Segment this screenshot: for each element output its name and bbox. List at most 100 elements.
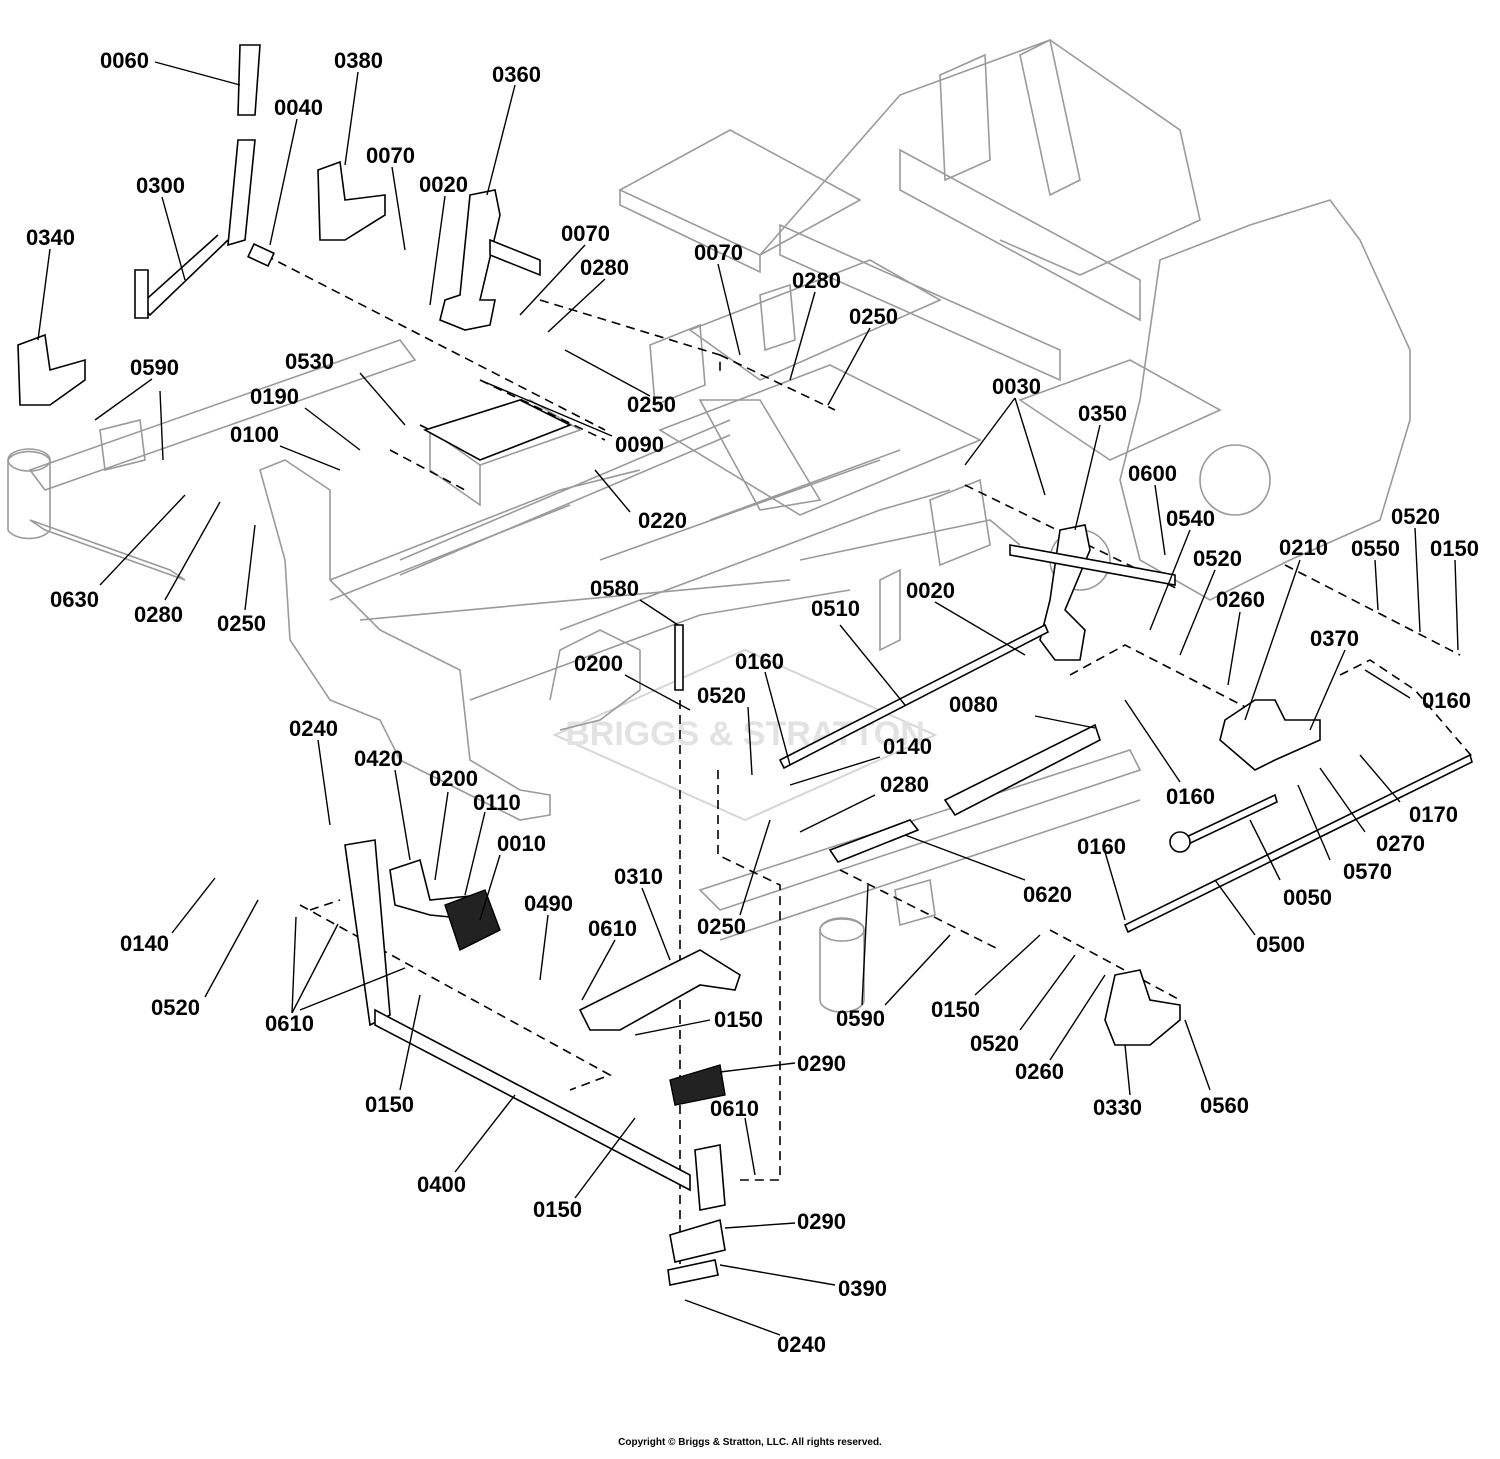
link-0620 — [828, 819, 920, 863]
leader-lines — [37, 61, 1459, 1336]
callout-label: 0070 — [366, 143, 415, 168]
callout-label: 0400 — [417, 1172, 466, 1197]
callout-label: 0250 — [217, 611, 266, 636]
callout-labels: 0060 0380 0360 0040 0070 0020 0300 0070 … — [26, 48, 1479, 1357]
plate-0390 — [667, 1259, 719, 1286]
callout-label: 0200 — [574, 651, 623, 676]
callout-label: 0290 — [797, 1051, 846, 1076]
pin-0360 — [489, 238, 541, 277]
callout-label: 0240 — [777, 1332, 826, 1357]
rod-0050-eye — [1169, 831, 1191, 853]
copyright-notice: Copyright © Briggs & Stratton, LLC. All … — [618, 1437, 882, 1448]
assembly-lines — [264, 254, 1476, 1270]
callout-label: 0060 — [100, 48, 149, 73]
rod-0500 — [1123, 753, 1473, 934]
callout-label: 0020 — [419, 172, 468, 197]
callout-label: 0240 — [289, 716, 338, 741]
callout-label: 0100 — [230, 422, 279, 447]
callout-label: 0250 — [849, 304, 898, 329]
callout-label: 0280 — [580, 255, 629, 280]
callout-label: 0250 — [627, 392, 676, 417]
callout-label: 0590 — [130, 355, 179, 380]
callout-label: 0540 — [1166, 506, 1215, 531]
callout-label: 0140 — [120, 931, 169, 956]
callout-label: 0070 — [561, 221, 610, 246]
mower-frame — [7, 38, 1411, 1013]
bracket-0380 — [317, 160, 386, 241]
pedal-pad-0010 — [444, 889, 501, 951]
callout-label: 0150 — [533, 1197, 582, 1222]
callout-label: 0010 — [497, 831, 546, 856]
rod-0400 — [374, 1008, 691, 1192]
callout-label: 0150 — [1430, 536, 1479, 561]
spring-0080 — [943, 723, 1101, 817]
callout-label: 0630 — [50, 587, 99, 612]
callout-label: 0160 — [1166, 784, 1215, 809]
callout-label: 0550 — [1351, 536, 1400, 561]
callout-label: 0600 — [1128, 461, 1177, 486]
callout-label: 0080 — [949, 692, 998, 717]
callout-label: 0290 — [797, 1209, 846, 1234]
callout-label: 0040 — [274, 95, 323, 120]
callout-label: 0570 — [1343, 859, 1392, 884]
callout-label: 0610 — [710, 1096, 759, 1121]
callout-label: 0140 — [883, 734, 932, 759]
callout-label: 0250 — [697, 914, 746, 939]
clamp-0290-lower — [669, 1218, 726, 1263]
callout-label: 0150 — [365, 1092, 414, 1117]
callout-label: 0520 — [970, 1031, 1019, 1056]
callout-label: 0590 — [836, 1006, 885, 1031]
arm-0400-end — [694, 1144, 726, 1211]
callout-label: 0280 — [792, 268, 841, 293]
lever-0360 — [439, 189, 501, 331]
callout-label: 0390 — [838, 1276, 887, 1301]
callout-label: 0260 — [1216, 587, 1265, 612]
callout-label: 0520 — [151, 995, 200, 1020]
callout-label: 0090 — [615, 432, 664, 457]
callout-label: 0380 — [334, 48, 383, 73]
callout-label: 0170 — [1409, 802, 1458, 827]
callout-label: 0310 — [614, 864, 663, 889]
parts — [17, 44, 1473, 1286]
callout-label: 0420 — [354, 746, 403, 771]
callout-label: 0610 — [265, 1011, 314, 1036]
bracket-0350 — [1039, 524, 1091, 661]
callout-label: 0350 — [1078, 401, 1127, 426]
callout-label: 0490 — [524, 891, 573, 916]
callout-label: 0520 — [1391, 504, 1440, 529]
block-0530 — [422, 399, 572, 461]
callout-label: 0280 — [880, 772, 929, 797]
bracket-0340 — [17, 333, 86, 406]
callout-label: 0520 — [1193, 546, 1242, 571]
callout-label: 0560 — [1200, 1093, 1249, 1118]
callout-label: 0030 — [992, 374, 1041, 399]
callout-label: 0370 — [1310, 626, 1359, 651]
pin-0580 — [674, 624, 684, 691]
callout-label: 0340 — [26, 225, 75, 250]
callout-label: 0110 — [473, 790, 521, 815]
rod-0510 — [778, 623, 1050, 770]
callout-label: 0210 — [1279, 535, 1328, 560]
callout-label: 0260 — [1015, 1059, 1064, 1084]
bracket-0370 — [1219, 699, 1321, 771]
callout-label: 0190 — [250, 384, 299, 409]
arm-0400 — [344, 839, 391, 1027]
callout-label: 0510 — [811, 596, 860, 621]
callout-label: 0500 — [1256, 932, 1305, 957]
callout-label: 0620 — [1023, 882, 1072, 907]
callout-label: 0160 — [1077, 834, 1126, 859]
callout-label: 0150 — [714, 1007, 763, 1032]
callout-label: 0360 — [492, 62, 541, 87]
callout-label: 0520 — [697, 683, 746, 708]
callout-label: 0020 — [906, 578, 955, 603]
callout-label: 0220 — [638, 508, 687, 533]
callout-label: 0160 — [1422, 688, 1471, 713]
clamp-0290-upper — [669, 1064, 726, 1106]
bracket-0330 — [1104, 969, 1181, 1046]
pedal-0310 — [578, 949, 741, 1031]
callout-label: 0200 — [429, 766, 478, 791]
callout-label: 0280 — [134, 602, 183, 627]
callout-label: 0580 — [590, 576, 639, 601]
callout-label: 0270 — [1376, 831, 1425, 856]
callout-label: 0160 — [735, 649, 784, 674]
